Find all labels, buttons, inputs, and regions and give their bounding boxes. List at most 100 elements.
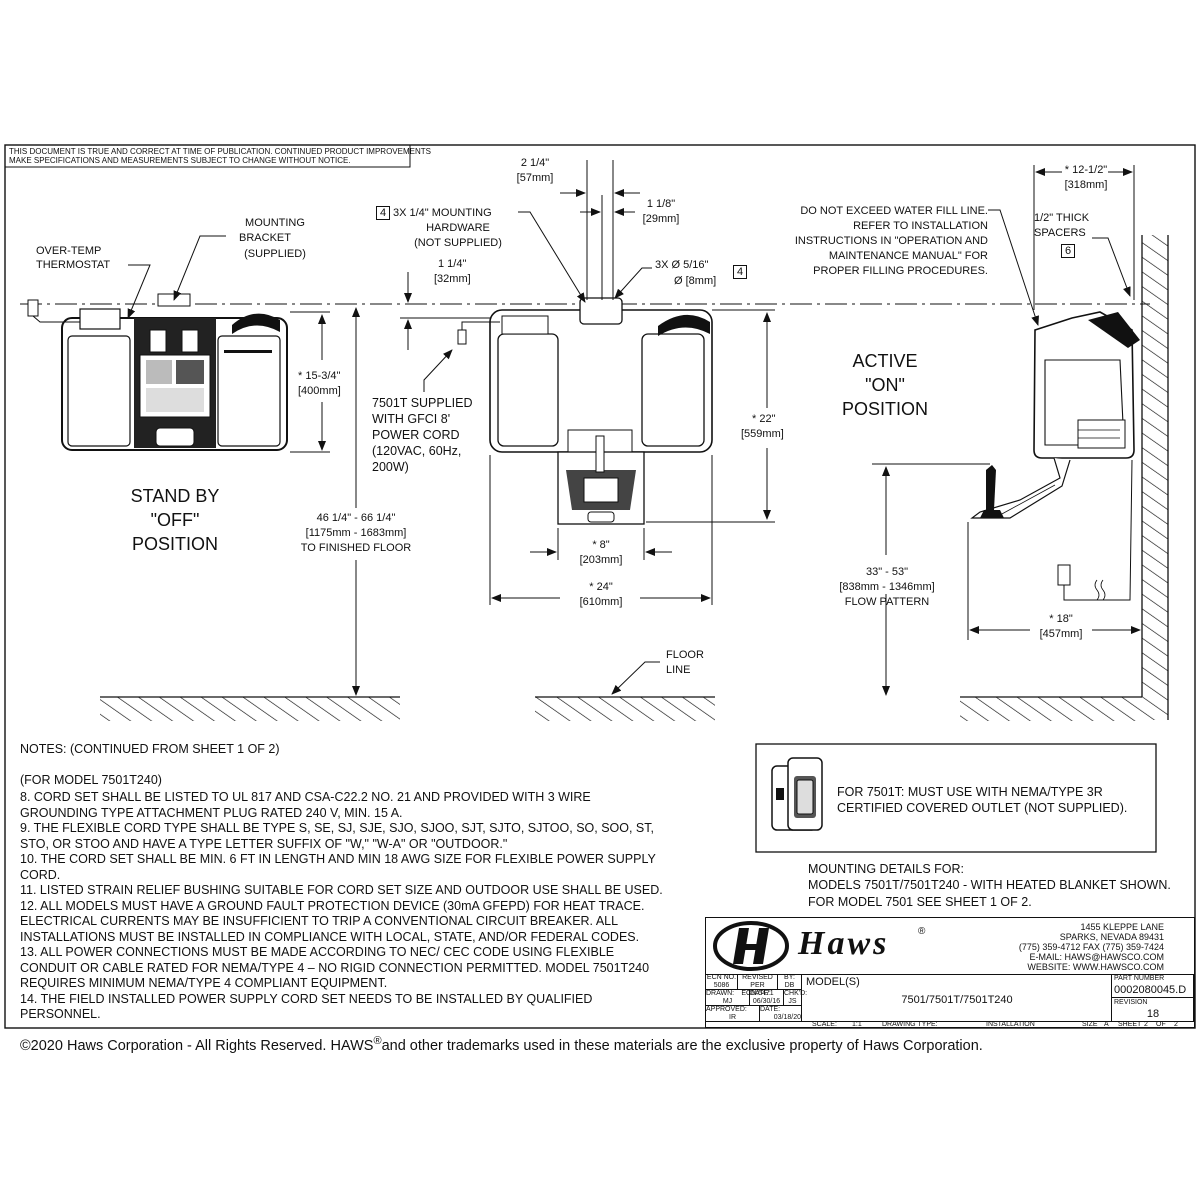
dim-8-mm: [203mm] <box>579 554 623 566</box>
approved-cell: APPROVED:IR <box>706 1006 760 1022</box>
note-line: 11. LISTED STRAIN RELIEF BUSHING SUITABL… <box>20 883 663 897</box>
note-line: 13. ALL POWER CONNECTIONS MUST BE MADE A… <box>20 945 615 959</box>
bracket-label-3: (SUPPLIED) <box>244 248 306 260</box>
notes-list: 8. CORD SET SHALL BE LISTED TO UL 817 AN… <box>20 790 663 1023</box>
active-label-3: POSITION <box>841 399 928 419</box>
mounting-details-1: MOUNTING DETAILS FOR: <box>808 862 965 876</box>
dim-33-53-in: 33" - 53" <box>865 566 909 578</box>
title-block-header: Haws ® 1455 KLEPPE LANE SPARKS, NEVADA 8… <box>706 918 1194 975</box>
dim-24-in: * 24" <box>589 581 613 593</box>
fill-line-note-4: MAINTENANCE MANUAL" FOR <box>828 250 988 262</box>
note-line: CONDUIT OR CABLE RATED FOR NEMA/TYPE 4 –… <box>20 960 650 975</box>
dim-2-25-mm: [57mm] <box>516 172 554 184</box>
chkd-cell: CHK'D:JS <box>784 990 808 1006</box>
floor-line-label-2: LINE <box>666 664 691 676</box>
dim-46-66-mm: [1175mm - 1683mm] <box>305 527 407 539</box>
active-unit <box>970 311 1140 601</box>
dimension-lines <box>290 160 1141 698</box>
note-tag-holes: 4 <box>733 265 747 279</box>
part-number-cell: PART NUMBER 0002080045.D <box>1112 974 1194 998</box>
note-line: 10. THE CORD SET SHALL BE MIN. 6 FT IN L… <box>20 852 656 866</box>
spacers-label-2: SPACERS <box>1034 227 1086 239</box>
dim-46-66-in: 46 1/4" - 66 1/4" <box>316 512 396 524</box>
note-line: GROUNDING TYPE ATTACHMENT PLUG RATED 240… <box>20 805 403 820</box>
active-label-2: "ON" <box>865 375 905 395</box>
notes-model: (FOR MODEL 7501T240) <box>20 773 162 787</box>
copyright-line: ©2020 Haws Corporation - All Rights Rese… <box>20 1035 983 1054</box>
active-label-1: ACTIVE <box>852 351 918 371</box>
note-line: STO, OR STOO AND HAVE A TYPE LETTER SUFF… <box>20 836 508 851</box>
date2-cell: DATE:03/18/20 <box>760 1006 802 1022</box>
spacers-tag: 6 <box>1061 244 1078 258</box>
outlet-note-1: FOR 7501T: MUST USE WITH NEMA/TYPE 3R <box>837 785 1103 799</box>
haws-brand: Haws <box>798 925 890 962</box>
dim-1-25-in: 1 1/4" <box>438 258 467 270</box>
by-cell: BY:DB <box>778 974 802 990</box>
dim-1-125-mm: [29mm] <box>642 213 680 225</box>
thermostat-label-2: THERMOSTAT <box>36 259 111 271</box>
note-line: PERSONNEL. <box>20 1007 101 1021</box>
dim-22-mm: [559mm] <box>741 428 784 440</box>
note-line: ELECTRICAL CURRENTS MAY BE INSUFFICIENT … <box>20 914 619 928</box>
disclaimer-box <box>4 144 411 168</box>
note-line: 9. THE FLEXIBLE CORD TYPE SHALL BE TYPE … <box>20 821 654 835</box>
haws-reg-mark: ® <box>918 926 926 937</box>
title-block-footer: SCALE: 1:1 DRAWING TYPE: INSTALLATION SI… <box>812 1021 1178 1028</box>
dim-2-25-in: 2 1/4" <box>520 157 550 169</box>
revision-number: 18 <box>1146 1008 1160 1020</box>
center-unit <box>457 297 713 525</box>
holes-tag: 4 <box>733 265 750 279</box>
standby-label-2: "OFF" <box>150 510 200 530</box>
model-numbers: 7501/7501T/7501T240 <box>901 994 1013 1006</box>
disclaimer-line-1: THIS DOCUMENT IS TRUE AND CORRECT AT TIM… <box>9 147 431 156</box>
company-address: 1455 KLEPPE LANE SPARKS, NEVADA 89431 (7… <box>1018 922 1164 972</box>
bracket-label-2: BRACKET <box>239 232 291 244</box>
date1-cell: DATE:06/30/16 <box>750 990 784 1006</box>
cord-label-2: WITH GFCI 8' <box>372 412 451 426</box>
standby-label-1: STAND BY <box>130 486 220 506</box>
cord-label-5: 200W) <box>372 460 409 474</box>
hardware-label-2: HARDWARE <box>426 222 490 234</box>
floor-line-label-1: FLOOR <box>666 649 704 661</box>
note-line: CORD. <box>20 867 61 882</box>
dim-18-in: * 18" <box>1049 613 1073 625</box>
note-line: 8. CORD SET SHALL BE LISTED TO UL 817 AN… <box>20 790 591 804</box>
standby-label-3: POSITION <box>131 534 218 554</box>
fill-line-note-5: PROPER FILLING PROCEDURES. <box>813 265 988 277</box>
dim-46-66-ref: TO FINISHED FLOOR <box>300 542 412 554</box>
note-line: 12. ALL MODELS MUST HAVE A GROUND FAULT … <box>20 898 645 913</box>
mounting-details-2: MODELS 7501T/7501T240 - WITH HEATED BLAN… <box>808 878 1171 892</box>
cord-label-3: POWER CORD <box>372 428 460 442</box>
cord-label-1: 7501T SUPPLIED <box>372 396 473 410</box>
note-tag-spacers: 6 <box>1061 244 1075 258</box>
dim-12-5-in: * 12-1/2" <box>1064 164 1108 176</box>
note-line: REQUIRES MINIMUM NEMA/TYPE 4 COMPLIANT E… <box>20 976 388 990</box>
dim-8-in: * 8" <box>592 539 610 551</box>
fill-line-note-3: INSTRUCTIONS IN "OPERATION AND <box>794 235 988 247</box>
standby-unit <box>27 293 288 451</box>
spacers-label-1: 1/2" THICK <box>1034 212 1090 224</box>
drawing-frame <box>4 144 1196 1029</box>
note-tag-hardware: 4 <box>376 206 390 220</box>
dim-33-53-mm: [838mm - 1346mm] <box>839 581 935 593</box>
dim-1-125-in: 1 1/8" <box>646 198 676 210</box>
dim-12-5-mm: [318mm] <box>1064 179 1108 191</box>
title-block: Haws ® 1455 KLEPPE LANE SPARKS, NEVADA 8… <box>705 917 1195 1028</box>
ecn-cell: ECN NO.5086 <box>706 974 738 990</box>
haws-logo-icon <box>713 921 789 971</box>
dim-24-mm: [610mm] <box>579 596 623 608</box>
notes-heading: NOTES: (CONTINUED FROM SHEET 1 OF 2) <box>20 742 280 756</box>
note-line: 14. THE FIELD INSTALLED POWER SUPPLY COR… <box>20 991 593 1006</box>
covered-outlet-illustration <box>771 757 823 831</box>
note-line: INSTALLATIONS MUST BE INSTALLED IN COMPL… <box>20 929 640 944</box>
part-number: 0002080045.D <box>1114 984 1187 996</box>
dim-33-53-ref: FLOW PATTERN <box>844 596 930 608</box>
dim-15-75-mm: [400mm] <box>298 385 341 397</box>
dim-1-25-mm: [32mm] <box>434 273 471 285</box>
hardware-label-3: (NOT SUPPLIED) <box>414 237 502 249</box>
models-cell: MODEL(S) 7501/7501T/7501T240 <box>802 974 1112 1022</box>
wall-hatch <box>1142 235 1168 720</box>
